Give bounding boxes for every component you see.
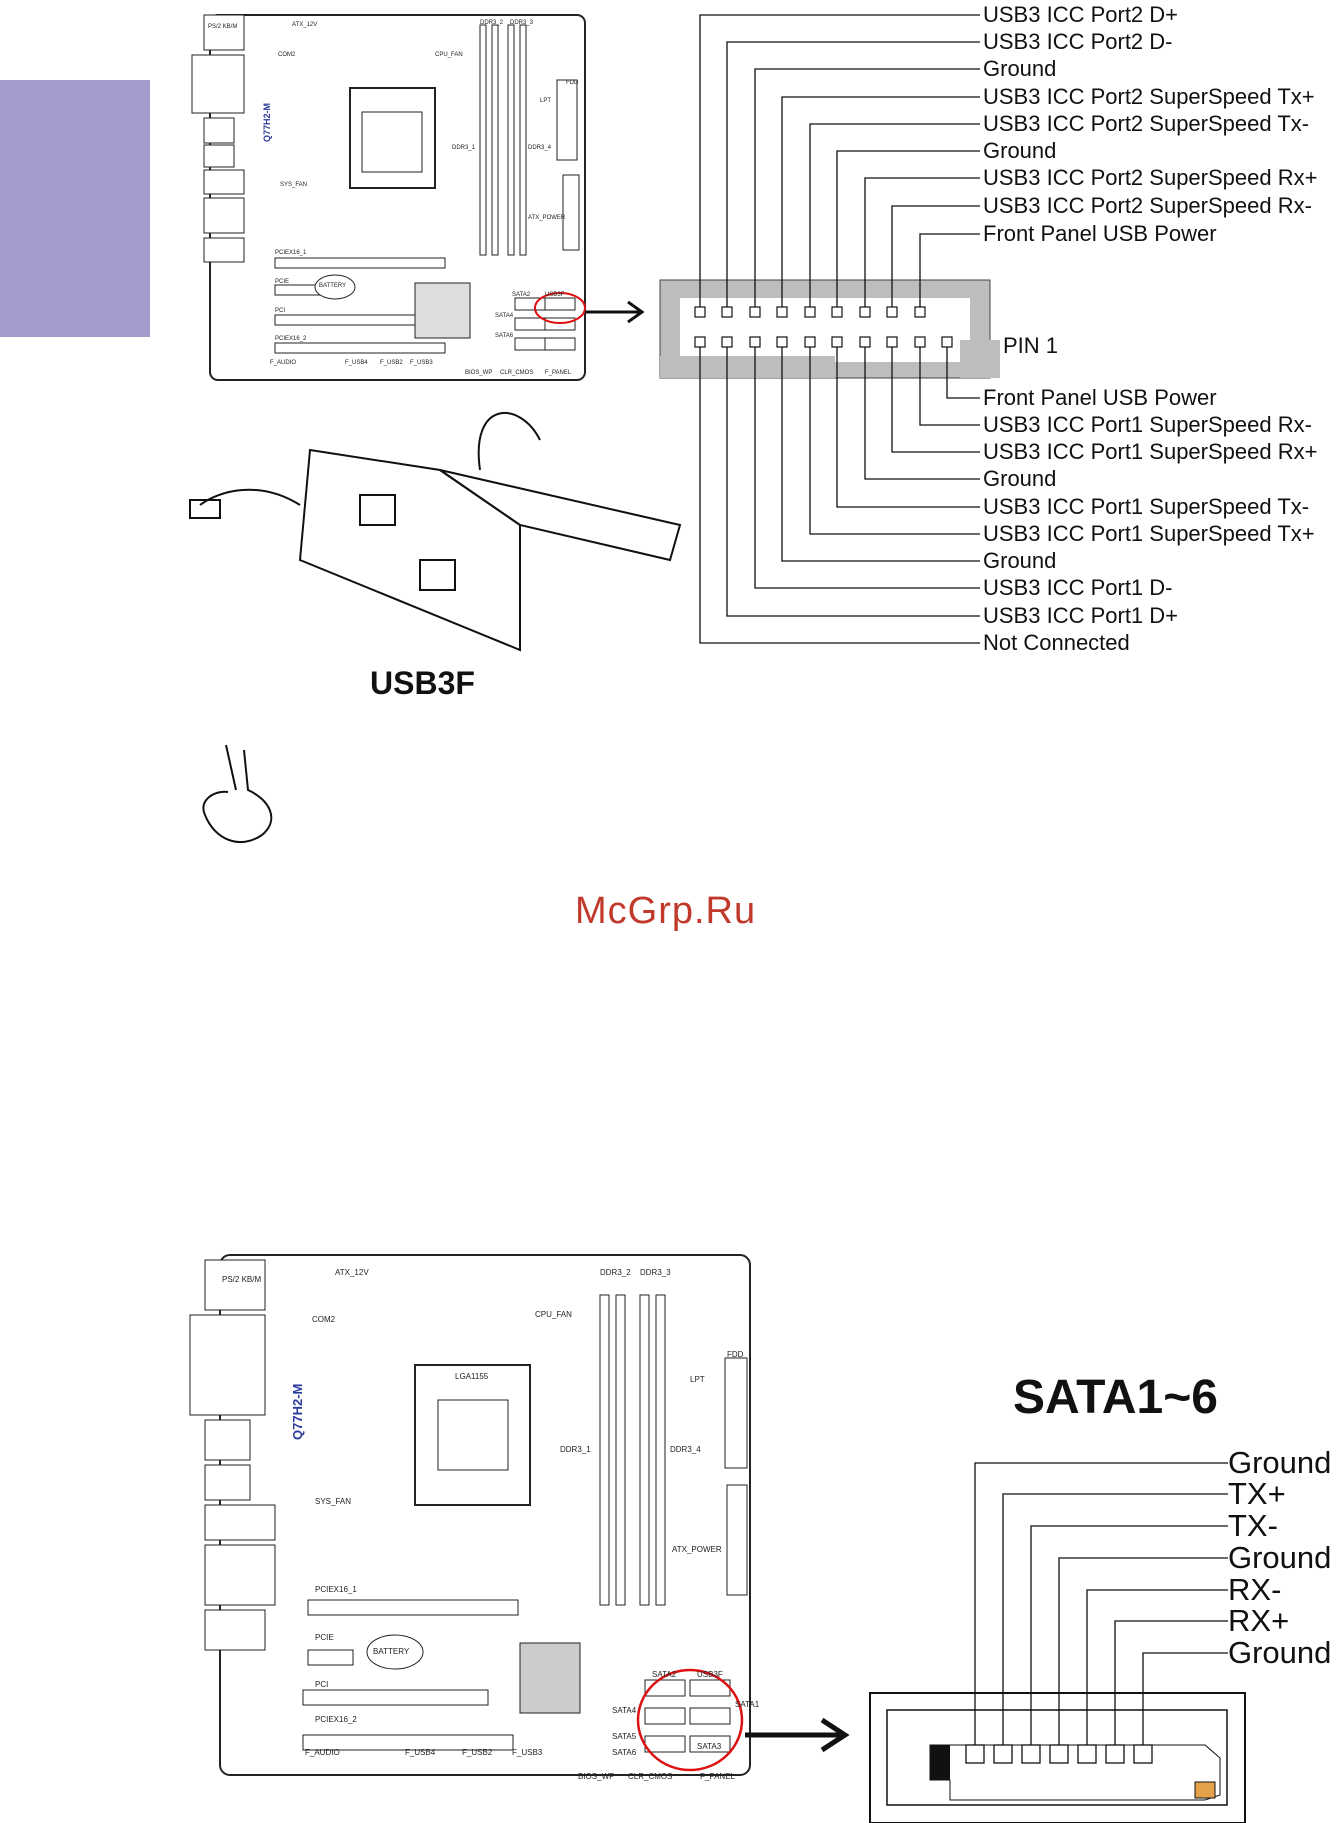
board2-f-usb2-label: F_USB2 (462, 1748, 493, 1757)
board2-atx12v-label: ATX_12V (335, 1268, 369, 1277)
board2-socket-label: LGA1155 (455, 1372, 489, 1381)
board2-usb3f-label: USB3F (697, 1670, 723, 1679)
board2-sata3-label: SATA3 (697, 1742, 722, 1751)
board1-f-usb3-label: F_USB3 (410, 360, 433, 366)
usb3f-bottom-label-3: USB3 ICC Port1 SuperSpeed Rx+ (983, 439, 1318, 464)
board2-sata6-label: SATA6 (612, 1748, 637, 1757)
motherboard-top (191, 14, 586, 381)
board1-pci-label: PCI (275, 308, 286, 314)
sata-label-3: TX- (1228, 1508, 1278, 1543)
board2-ddr3-2-label: DDR3_2 (600, 1268, 631, 1277)
usb3f-top-label-3: Ground (983, 56, 1057, 81)
usb3f-bottom-label-2: USB3 ICC Port1 SuperSpeed Rx- (983, 412, 1312, 437)
usb3f-bottom-label-1: Front Panel USB Power (983, 385, 1217, 410)
usb3f-top-label-2: USB3 ICC Port2 D- (983, 29, 1173, 54)
board2-f-panel-label: F_PANEL (700, 1772, 735, 1781)
usb3f-top-label-5: USB3 ICC Port2 SuperSpeed Tx- (983, 111, 1310, 136)
board2-ddr3-3-label: DDR3_3 (640, 1268, 671, 1277)
sata-label-7: Ground (1228, 1635, 1332, 1670)
sata-label-4: Ground (1228, 1540, 1332, 1575)
board1-pcie-label: PCIE (275, 279, 290, 285)
usb3f-top-label-8: USB3 ICC Port2 SuperSpeed Rx- (983, 193, 1312, 218)
board2-fdd-label: FDD (727, 1350, 744, 1359)
chapter-side-tab (0, 80, 150, 337)
board1-ddr3-3-label: DDR3_3 (510, 20, 534, 26)
board1-battery-label: BATTERY (319, 283, 347, 289)
board1-fdd-label: FDD (566, 80, 579, 86)
usb3f-bottom-label-10: Not Connected (983, 630, 1130, 655)
board1-f-panel-label: F_PANEL (545, 370, 572, 376)
board1-pciex16-2-label: PCIEX16_2 (275, 336, 307, 342)
board2-f-audio-label: F_AUDIO (305, 1748, 340, 1757)
usb3f-top-label-9: Front Panel USB Power (983, 221, 1217, 246)
board1-clr-cmos-label: CLR_CMOS (500, 370, 534, 376)
usb3f-top-label-6: Ground (983, 138, 1057, 163)
board2-sys-fan-label: SYS_FAN (315, 1497, 352, 1506)
board1-atx12v-label: ATX_12V (292, 22, 318, 28)
usb3f-top-label-4: USB3 ICC Port2 SuperSpeed Tx+ (983, 84, 1315, 109)
board2-cpu-fan-label: CPU_FAN (535, 1310, 572, 1319)
board1-f-usb2-label: F_USB2 (380, 360, 403, 366)
board2-com2-label: COM2 (312, 1315, 336, 1324)
usb3f-bottom-label-6: USB3 ICC Port1 SuperSpeed Tx+ (983, 521, 1315, 546)
board2-sata1-label: SATA1 (735, 1700, 760, 1709)
sata-label-1: Ground (1228, 1445, 1332, 1480)
board2-pciex16-2-label: PCIEX16_2 (315, 1715, 357, 1724)
board2-ps2-label: PS/2 KB/M (222, 1275, 262, 1284)
sata-label-5: RX- (1228, 1572, 1282, 1607)
board2-pci-label: PCI (315, 1680, 329, 1689)
board1-ps2-label: PS/2 KB/M (208, 24, 238, 30)
usb3f-bottom-label-8: USB3 ICC Port1 D- (983, 575, 1173, 600)
usb3f-bottom-label-4: Ground (983, 466, 1057, 491)
board1-sata2-label: SATA2 (512, 292, 531, 298)
board1-usb3f-label: USB3F (545, 292, 565, 298)
watermark: McGrp.Ru (575, 890, 757, 932)
board2-bios-wp-label: BIOS_WP (578, 1772, 615, 1781)
board2-f-usb3-label: F_USB3 (512, 1748, 543, 1757)
board2-sata4-label: SATA4 (612, 1706, 637, 1715)
board2-sata2-label: SATA2 (652, 1670, 677, 1679)
board2-ddr3-1-label: DDR3_1 (560, 1445, 591, 1454)
board1-atx-power-label: ATX_POWER (528, 215, 566, 221)
board2-model-label: Q77H2-M (290, 1383, 305, 1440)
board1-ddr3-4-label: DDR3_4 (528, 145, 552, 151)
sata-title: SATA1~6 (1013, 1371, 1218, 1424)
usb3f-bottom-label-9: USB3 ICC Port1 D+ (983, 603, 1179, 628)
usb3f-bottom-label-5: USB3 ICC Port1 SuperSpeed Tx- (983, 494, 1310, 519)
usb3f-bottom-label-7: Ground (983, 548, 1057, 573)
sata-label-2: TX+ (1228, 1476, 1286, 1511)
sata-label-6: RX+ (1228, 1603, 1290, 1638)
board1-sata6-label: SATA6 (495, 333, 514, 339)
board2-sata5-label: SATA5 (612, 1732, 637, 1741)
board2-lpt-label: LPT (690, 1375, 705, 1384)
board1-f-usb4-label: F_USB4 (345, 360, 368, 366)
board1-sys-fan-label: SYS_FAN (280, 182, 308, 188)
pointing-hand-icon (202, 744, 273, 844)
usb3f-top-label-7: USB3 ICC Port2 SuperSpeed Rx+ (983, 165, 1318, 190)
board2-f-usb4-label: F_USB4 (405, 1748, 436, 1757)
board2-pciex16-1-label: PCIEX16_1 (315, 1585, 357, 1594)
usb3-bracket-illustration (189, 412, 682, 652)
board1-lpt-label: LPT (540, 98, 552, 104)
motherboard-bottom (189, 1254, 751, 1776)
board1-bios-wp-label: BIOS_WP (465, 370, 493, 376)
board2-battery-label: BATTERY (373, 1647, 410, 1656)
board2-clr-cmos-label: CLR_CMOS (628, 1772, 673, 1781)
usb3f-pin1-label: PIN 1 (1003, 333, 1059, 358)
usb3f-title: USB3F (370, 665, 475, 701)
board2-ddr3-4-label: DDR3_4 (670, 1445, 701, 1454)
board1-ddr3-1-label: DDR3_1 (452, 145, 476, 151)
board1-f-audio-label: F_AUDIO (270, 360, 297, 366)
board1-ddr3-2-label: DDR3_2 (480, 20, 504, 26)
board2-atx-power-label: ATX_POWER (672, 1545, 722, 1554)
board1-pciex16-1-label: PCIEX16_1 (275, 250, 307, 256)
board1-sata4-label: SATA4 (495, 313, 514, 319)
board2-pcie-label: PCIE (315, 1633, 334, 1642)
board1-cpu-fan-label: CPU_FAN (435, 52, 463, 58)
usb3f-top-label-1: USB3 ICC Port2 D+ (983, 2, 1179, 27)
board1-com2-label: COM2 (278, 52, 296, 58)
